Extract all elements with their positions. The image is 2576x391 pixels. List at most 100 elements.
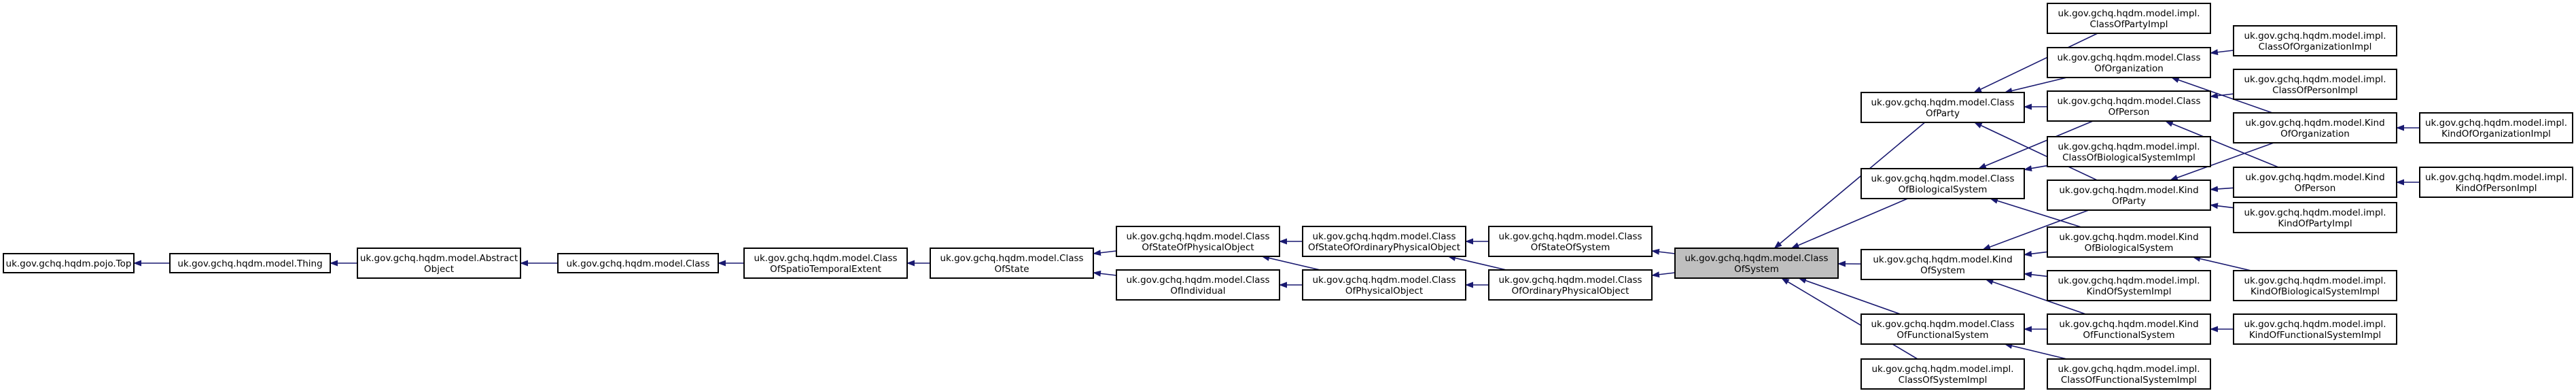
inheritance-edge-coperson-to-cobiosys xyxy=(1977,120,2094,169)
class-node-coperson[interactable]: uk.gov.gchq.hqdm.model.ClassOfPerson xyxy=(2047,90,2211,122)
node-label-line: uk.gov.gchq.hqdm.model.impl. xyxy=(1871,364,2013,375)
node-label-line: KindOfBiologicalSystemImpl xyxy=(2251,286,2380,297)
class-node-cofuncsysimpl[interactable]: uk.gov.gchq.hqdm.model.impl.ClassOfFunct… xyxy=(2047,358,2211,390)
node-label-line: uk.gov.gchq.hqdm.model.impl. xyxy=(2244,31,2386,41)
class-node-cosoopo[interactable]: uk.gov.gchq.hqdm.model.ClassOfStateOfOrd… xyxy=(1302,226,1466,257)
node-label-line: ClassOfOrganizationImpl xyxy=(2259,41,2372,52)
class-node-kosystem[interactable]: uk.gov.gchq.hqdm.model.KindOfSystem xyxy=(1860,249,2025,280)
class-nodes: uk.gov.gchq.hqdm.pojo.Top uk.gov.gchq.hqd… xyxy=(3,3,2573,390)
class-node-copartyimpl[interactable]: uk.gov.gchq.hqdm.model.impl.ClassOfParty… xyxy=(2047,3,2211,34)
node-label-line: OfPerson xyxy=(2109,107,2150,118)
class-node-koorg[interactable]: uk.gov.gchq.hqdm.model.KindOfOrganizatio… xyxy=(2233,112,2397,143)
edge-line xyxy=(2210,186,2234,192)
class-node-kofuncsys[interactable]: uk.gov.gchq.hqdm.model.KindOfFunctionalS… xyxy=(2047,313,2211,345)
edge-line xyxy=(2164,120,2279,168)
class-node-kopersonimpl[interactable]: uk.gov.gchq.hqdm.model.impl.KindOfPerson… xyxy=(2419,167,2573,198)
node-box xyxy=(2233,112,2397,143)
node-label-line: KindOfFunctionalSystemImpl xyxy=(2249,330,2381,341)
node-label-line: uk.gov.gchq.hqdm.model.Class xyxy=(1871,97,2014,108)
node-label-line: uk.gov.gchq.hqdm.model.Class xyxy=(1498,231,1642,242)
class-node-cobiosysimpl[interactable]: uk.gov.gchq.hqdm.model.impl.ClassOfBiolo… xyxy=(2047,136,2211,167)
class-node-kosystemimpl[interactable]: uk.gov.gchq.hqdm.model.impl.KindOfSystem… xyxy=(2047,270,2211,301)
node-box xyxy=(2233,202,2397,233)
class-node-kobiosysimpl[interactable]: uk.gov.gchq.hqdm.model.impl.KindOfBiolog… xyxy=(2233,270,2397,301)
node-label-line: KindOfPersonImpl xyxy=(2456,183,2537,194)
node-label-line: ClassOfPersonImpl xyxy=(2272,85,2358,96)
class-node-cosopo[interactable]: uk.gov.gchq.hqdm.model.ClassOfStateOfPhy… xyxy=(1116,226,1280,257)
node-box xyxy=(2047,313,2211,345)
class-node-cosystemimpl[interactable]: uk.gov.gchq.hqdm.model.impl.ClassOfSyste… xyxy=(1860,358,2025,390)
node-label-line: KindOfSystemImpl xyxy=(2087,286,2172,297)
inheritance-edge-cobiosysimpl-to-cobiosys xyxy=(2024,165,2048,171)
node-label-line: uk.gov.gchq.hqdm.model.Class xyxy=(754,253,897,264)
edge-line xyxy=(2024,271,2048,278)
node-box xyxy=(1302,269,1466,301)
node-label-line: uk.gov.gchq.hqdm.model.Kind xyxy=(2059,185,2198,196)
node-label-line: OfStateOfPhysicalObject xyxy=(1142,242,1254,253)
class-node-cobiosys[interactable]: uk.gov.gchq.hqdm.model.ClassOfBiological… xyxy=(1860,168,2025,199)
inheritance-edge-coorgimpl-to-coorg xyxy=(2210,49,2234,56)
class-node-cosystem: uk.gov.gchq.hqdm.model.ClassOfSystem xyxy=(1674,248,1839,279)
node-label-line: uk.gov.gchq.hqdm.model.impl. xyxy=(2244,275,2386,286)
node-box xyxy=(557,253,719,273)
node-box xyxy=(2047,358,2211,390)
class-node-pojo-top[interactable]: uk.gov.gchq.hqdm.pojo.Top xyxy=(3,253,135,273)
class-node-koparty[interactable]: uk.gov.gchq.hqdm.model.KindOfParty xyxy=(2047,180,2211,211)
node-label-line: uk.gov.gchq.hqdm.model.Class xyxy=(2057,96,2200,107)
node-label-line: OfSystem xyxy=(1734,264,1779,275)
node-label-line: uk.gov.gchq.hqdm.model.impl. xyxy=(2058,275,2200,286)
class-node-coorgimpl[interactable]: uk.gov.gchq.hqdm.model.impl.ClassOfOrgan… xyxy=(2233,25,2397,56)
inheritance-edge-copo-to-cosopo xyxy=(1261,255,1320,271)
class-node-class[interactable]: uk.gov.gchq.hqdm.model.Class xyxy=(557,253,719,273)
node-label-line: uk.gov.gchq.hqdm.model.Class xyxy=(1126,275,1269,286)
inheritance-edge-kosystemimpl-to-kosystem xyxy=(2024,271,2048,278)
class-node-copersonimpl[interactable]: uk.gov.gchq.hqdm.model.impl.ClassOfPerso… xyxy=(2233,69,2397,100)
node-box xyxy=(2233,25,2397,56)
class-node-kobiosys[interactable]: uk.gov.gchq.hqdm.model.KindOfBiologicalS… xyxy=(2047,226,2211,258)
node-label-line: OfFunctionalSystem xyxy=(2083,330,2174,341)
class-node-thing[interactable]: uk.gov.gchq.hqdm.model.Thing xyxy=(169,253,331,273)
node-box xyxy=(2419,112,2573,143)
node-label-line: uk.gov.gchq.hqdm.model.Kind xyxy=(2245,172,2384,183)
class-node-kopartyimpl[interactable]: uk.gov.gchq.hqdm.model.impl.KindOfPartyI… xyxy=(2233,202,2397,233)
class-node-cospatio[interactable]: uk.gov.gchq.hqdm.model.ClassOfSpatioTemp… xyxy=(743,248,908,279)
class-node-cossys[interactable]: uk.gov.gchq.hqdm.model.ClassOfStateOfSys… xyxy=(1488,226,1653,257)
node-label-line: OfSystem xyxy=(1920,265,1965,276)
inheritance-edge-kobiosys-to-cobiosys xyxy=(1990,198,2082,228)
node-box xyxy=(1860,313,2025,345)
inheritance-edge-cofuncsysimpl-to-cofuncsys xyxy=(2004,343,2067,360)
node-box xyxy=(2047,180,2211,211)
class-node-koorgimpl[interactable]: uk.gov.gchq.hqdm.model.impl.KindOfOrgani… xyxy=(2419,112,2573,143)
node-label-line: uk.gov.gchq.hqdm.model.Kind xyxy=(2059,319,2198,330)
class-node-coorg[interactable]: uk.gov.gchq.hqdm.model.ClassOfOrganizati… xyxy=(2047,47,2211,78)
class-node-coopo[interactable]: uk.gov.gchq.hqdm.model.ClassOfOrdinaryPh… xyxy=(1488,269,1653,301)
inheritance-edge-cofuncsys-to-cosystem xyxy=(1798,277,1901,315)
node-label-line: uk.gov.gchq.hqdm.model.Thing xyxy=(177,258,322,269)
edge-line xyxy=(2024,250,2048,257)
node-box xyxy=(2047,270,2211,301)
inheritance-edge-cosystem-to-coopo xyxy=(1651,271,1676,278)
node-box xyxy=(930,248,1094,279)
node-label-line: uk.gov.gchq.hqdm.model.Class xyxy=(940,253,1083,264)
inheritance-edge-kobiosysimpl-to-kobiosys xyxy=(2192,256,2251,271)
node-label-line: OfParty xyxy=(1926,108,1960,119)
node-box xyxy=(169,253,331,273)
node-label-line: uk.gov.gchq.hqdm.model.impl. xyxy=(2425,172,2567,183)
node-box xyxy=(1302,226,1466,257)
inheritance-edges xyxy=(133,33,2420,360)
class-node-kofuncsysimpl[interactable]: uk.gov.gchq.hqdm.model.impl.KindOfFuncti… xyxy=(2233,313,2397,345)
node-label-line: uk.gov.gchq.hqdm.model.Class xyxy=(1312,231,1455,242)
class-node-copo[interactable]: uk.gov.gchq.hqdm.model.ClassOfPhysicalOb… xyxy=(1302,269,1466,301)
edge-line xyxy=(1651,248,1676,255)
class-node-koperson[interactable]: uk.gov.gchq.hqdm.model.KindOfPerson xyxy=(2233,167,2397,198)
edge-line xyxy=(1990,198,2082,228)
edge-line xyxy=(2192,256,2251,271)
node-label-line: uk.gov.gchq.hqdm.model.Class xyxy=(1126,231,1269,242)
inheritance-edge-coind-to-cos xyxy=(1093,270,1117,277)
class-node-cofuncsys[interactable]: uk.gov.gchq.hqdm.model.ClassOfFunctional… xyxy=(1860,313,2025,345)
class-node-coparty[interactable]: uk.gov.gchq.hqdm.model.ClassOfParty xyxy=(1860,92,2025,123)
